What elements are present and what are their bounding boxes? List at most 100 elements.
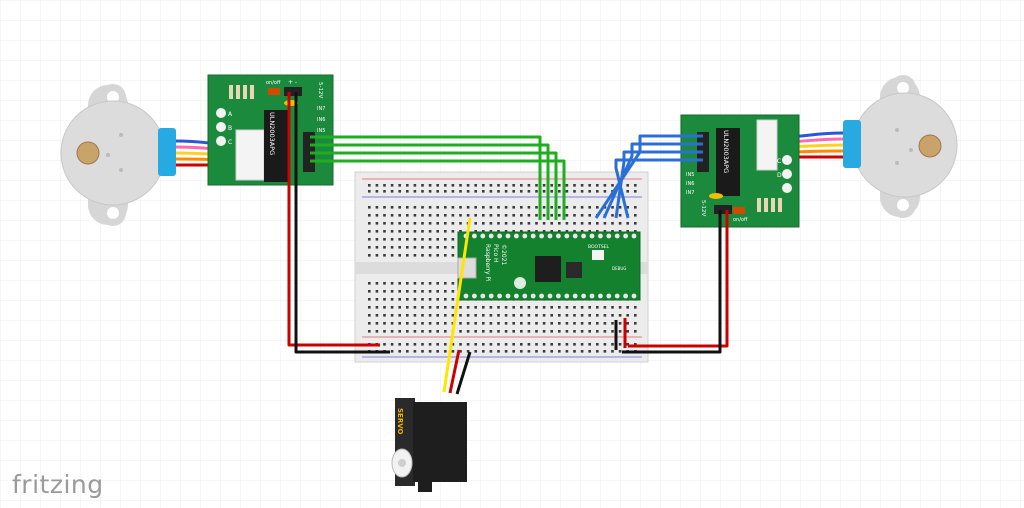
breadboard-hole xyxy=(634,214,637,217)
breadboard-hole xyxy=(520,222,523,225)
breadboard-hole xyxy=(626,222,629,225)
breadboard-hole xyxy=(527,350,531,353)
breadboard-hole xyxy=(444,343,447,346)
breadboard-hole xyxy=(542,214,546,217)
breadboard-hole xyxy=(398,206,401,209)
breadboard-hole xyxy=(428,350,432,353)
breadboard-hole xyxy=(550,350,553,353)
breadboard-hole xyxy=(512,214,515,217)
breadboard-hole xyxy=(482,314,485,317)
breadboard-hole xyxy=(626,184,629,187)
breadboard-hole xyxy=(398,214,401,217)
breadboard-hole xyxy=(565,222,569,225)
breadboard-hole xyxy=(444,298,447,301)
servo-motor: SERVO xyxy=(391,217,472,492)
pico-pin xyxy=(547,233,553,239)
breadboard-hole xyxy=(634,306,637,309)
breadboard-hole xyxy=(421,343,424,346)
breadboard-hole xyxy=(558,306,561,309)
breadboard-hole xyxy=(580,322,584,325)
breadboard-hole xyxy=(390,314,394,317)
breadboard-hole xyxy=(398,238,401,241)
breadboard-hole xyxy=(482,190,485,193)
breadboard-hole xyxy=(406,238,409,241)
breadboard-hole xyxy=(580,330,584,333)
breadboard-hole xyxy=(588,306,591,309)
pico-pin xyxy=(488,233,494,239)
breadboard-hole xyxy=(375,254,379,257)
breadboard-hole xyxy=(413,254,417,257)
servo-label: SERVO xyxy=(396,408,404,435)
breadboard-hole xyxy=(406,214,409,217)
right-in5-label: IN5 xyxy=(686,172,694,178)
pico-pin xyxy=(606,293,612,299)
breadboard-hole xyxy=(580,184,584,187)
breadboard-hole xyxy=(580,230,584,233)
breadboard-hole xyxy=(580,206,584,209)
breadboard-hole xyxy=(390,246,394,249)
breadboard-hole xyxy=(512,306,515,309)
breadboard-hole xyxy=(466,190,470,193)
breadboard-hole xyxy=(421,184,424,187)
breadboard-hole xyxy=(512,350,515,353)
pico-pin xyxy=(522,293,528,299)
breadboard-hole xyxy=(413,306,417,309)
breadboard-hole xyxy=(626,190,629,193)
breadboard-hole xyxy=(459,314,462,317)
breadboard-hole xyxy=(444,190,447,193)
breadboard-hole xyxy=(444,322,447,325)
pico-pin xyxy=(623,233,628,239)
breadboard-hole xyxy=(383,238,386,241)
breadboard-hole xyxy=(368,246,371,249)
breadboard-hole xyxy=(451,246,455,249)
breadboard-hole xyxy=(573,322,576,325)
breadboard-hole xyxy=(375,322,379,325)
breadboard-hole xyxy=(413,343,417,346)
breadboard-hole xyxy=(459,184,462,187)
breadboard-hole xyxy=(421,290,424,293)
breadboard-hole xyxy=(474,230,477,233)
breadboard-hole xyxy=(489,343,493,346)
breadboard-hole xyxy=(413,246,417,249)
breadboard-hole xyxy=(436,230,439,233)
breadboard-hole xyxy=(398,298,401,301)
breadboard-hole xyxy=(368,314,371,317)
breadboard-hole xyxy=(611,184,614,187)
breadboard-hole xyxy=(390,306,394,309)
breadboard-hole xyxy=(527,214,531,217)
breadboard-hole xyxy=(383,222,386,225)
breadboard-hole xyxy=(421,314,424,317)
breadboard-hole xyxy=(512,330,515,333)
driver-board-right: ULN2003APG IN5 IN6 IN7 C D 5-12V on/off xyxy=(680,114,800,228)
breadboard-hole xyxy=(634,184,637,187)
breadboard-hole xyxy=(542,206,546,209)
breadboard-hole xyxy=(451,238,455,241)
breadboard-hole xyxy=(474,314,477,317)
breadboard-hole xyxy=(550,222,553,225)
breadboard-hole xyxy=(406,282,409,285)
servo-ground-wire xyxy=(455,351,472,395)
breadboard-hole xyxy=(368,290,371,293)
pico-pin xyxy=(572,293,578,299)
breadboard-hole xyxy=(504,314,508,317)
pico-pin xyxy=(556,293,561,299)
breadboard-hole xyxy=(542,322,546,325)
breadboard-hole xyxy=(428,298,432,301)
left-power-label: 5-12V xyxy=(317,82,323,98)
pico-pin xyxy=(614,233,620,239)
breadboard-hole xyxy=(558,343,561,346)
breadboard-hole xyxy=(390,298,394,301)
breadboard-hole xyxy=(542,314,546,317)
breadboard-hole xyxy=(444,282,447,285)
breadboard-hole xyxy=(451,314,455,317)
breadboard-hole xyxy=(368,222,371,225)
servo-power-wire xyxy=(448,349,461,394)
breadboard-hole xyxy=(611,230,614,233)
left-channel-c: C xyxy=(228,139,232,146)
breadboard-hole xyxy=(375,206,379,209)
left-polarity-label: + - xyxy=(288,79,297,86)
breadboard-hole xyxy=(588,350,591,353)
breadboard-hole xyxy=(603,184,607,187)
breadboard-hole xyxy=(558,190,561,193)
breadboard-hole xyxy=(535,306,538,309)
